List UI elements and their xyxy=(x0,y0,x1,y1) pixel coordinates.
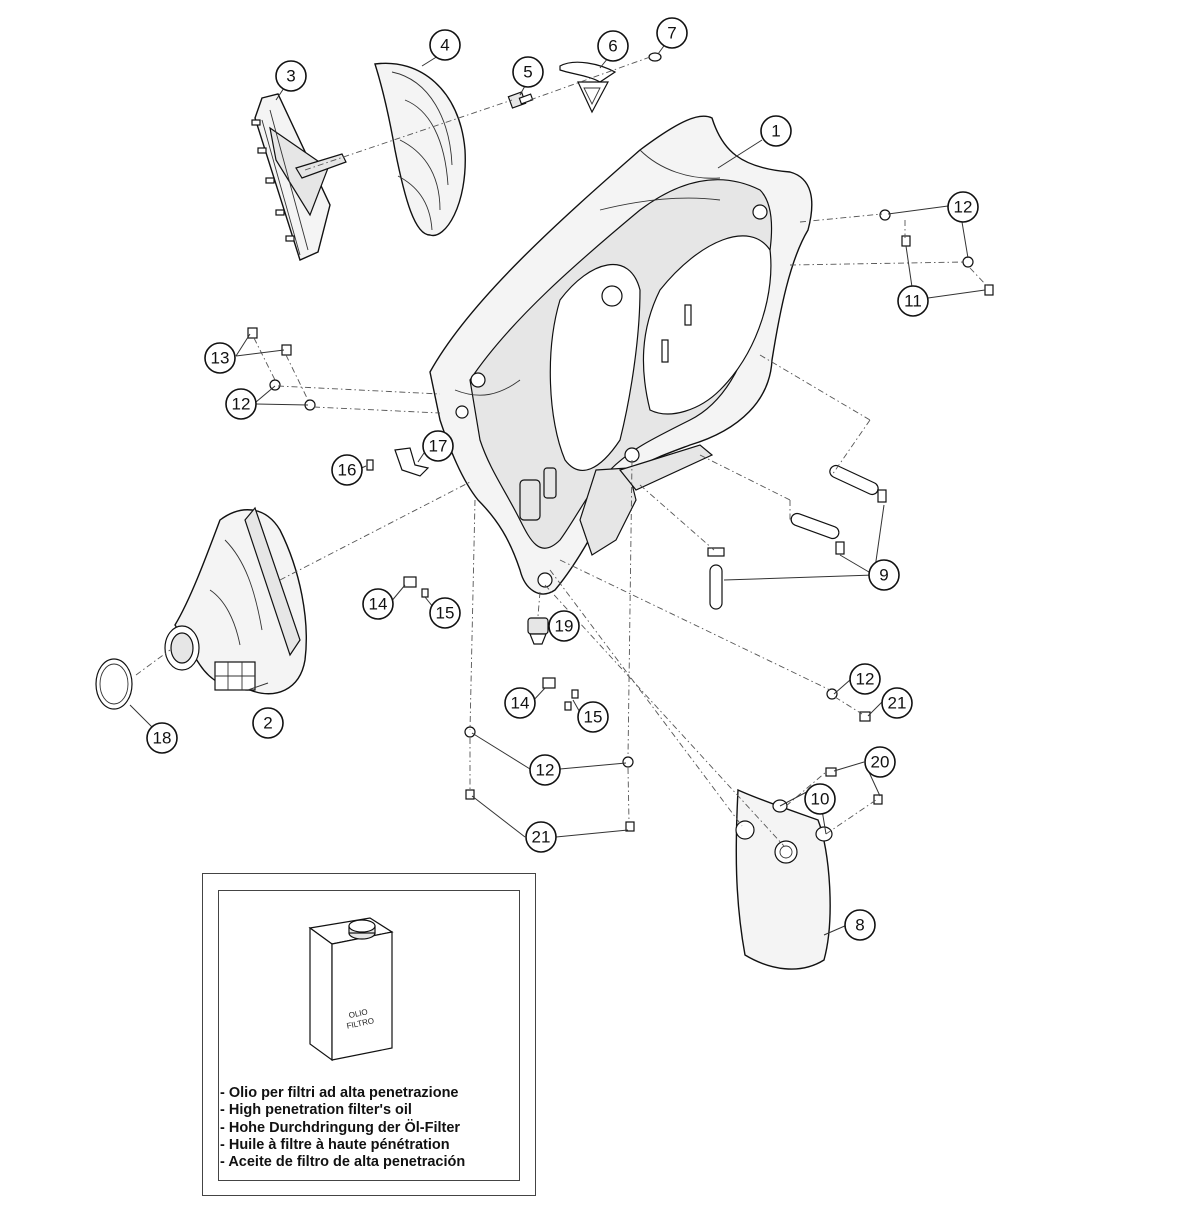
callout-16: 16 xyxy=(331,454,363,486)
callout-7: 7 xyxy=(656,17,688,49)
callout-14: 14 xyxy=(504,687,536,719)
callout-1: 1 xyxy=(760,115,792,147)
oil-line-en: - High penetration filter's oil xyxy=(220,1102,412,1119)
callout-21: 21 xyxy=(881,687,913,719)
svg-text:4: 4 xyxy=(440,36,449,55)
svg-text:12: 12 xyxy=(856,670,875,689)
callout-13: 13 xyxy=(204,342,236,374)
svg-text:2: 2 xyxy=(263,714,272,733)
oil-inset-frame xyxy=(202,873,536,1196)
breather-valve xyxy=(527,617,549,645)
screw-part-5 xyxy=(507,91,534,109)
assembly-lines xyxy=(135,56,988,847)
callout-4: 4 xyxy=(429,29,461,61)
svg-text:12: 12 xyxy=(232,395,251,414)
callout-12: 12 xyxy=(529,754,561,786)
filter-holder-cage xyxy=(251,93,347,261)
svg-text:16: 16 xyxy=(338,461,357,480)
svg-text:6: 6 xyxy=(608,37,617,56)
guard-plate xyxy=(735,788,831,970)
svg-text:1: 1 xyxy=(771,122,780,141)
svg-text:12: 12 xyxy=(536,761,555,780)
leader-lines xyxy=(129,42,986,936)
callout-18: 18 xyxy=(146,722,178,754)
svg-text:19: 19 xyxy=(555,617,574,636)
svg-text:15: 15 xyxy=(584,708,603,727)
filter-oil-description: - Olio per filtri ad alta penetrazione -… xyxy=(220,1085,465,1171)
callout-12: 12 xyxy=(947,191,979,223)
svg-text:17: 17 xyxy=(429,437,448,456)
callout-5: 5 xyxy=(512,56,544,88)
filter-oil-can: OLIO FILTRO xyxy=(308,917,394,1062)
svg-text:20: 20 xyxy=(871,753,890,772)
svg-text:8: 8 xyxy=(855,916,864,935)
svg-text:13: 13 xyxy=(211,349,230,368)
svg-text:14: 14 xyxy=(369,595,388,614)
svg-text:3: 3 xyxy=(286,67,295,86)
callout-15: 15 xyxy=(429,597,461,629)
callout-20: 20 xyxy=(864,746,896,778)
svg-text:12: 12 xyxy=(954,198,973,217)
callout-19: 19 xyxy=(548,610,580,642)
hose-clamp xyxy=(95,658,133,710)
callout-17: 17 xyxy=(422,430,454,462)
callout-12: 12 xyxy=(225,388,257,420)
svg-text:18: 18 xyxy=(153,729,172,748)
air-filter-box xyxy=(429,115,813,595)
can-label-line1: OLIO xyxy=(348,1007,369,1020)
svg-text:10: 10 xyxy=(811,790,830,809)
svg-text:21: 21 xyxy=(888,694,907,713)
bracket-part-17 xyxy=(394,447,430,477)
callout-15: 15 xyxy=(577,701,609,733)
oil-line-it: - Olio per filtri ad alta penetrazione xyxy=(220,1085,459,1101)
air-filter xyxy=(164,506,307,695)
callout-10: 10 xyxy=(804,783,836,815)
washer-part-7 xyxy=(648,52,662,62)
callout-14: 14 xyxy=(362,588,394,620)
callout-12: 12 xyxy=(849,663,881,695)
drain-plugs xyxy=(707,464,887,610)
svg-text:21: 21 xyxy=(532,828,551,847)
callout-21: 21 xyxy=(525,821,557,853)
svg-text:11: 11 xyxy=(904,292,922,311)
callout-2: 2 xyxy=(252,707,284,739)
svg-text:15: 15 xyxy=(436,604,455,623)
clip-part-6 xyxy=(559,61,617,114)
svg-text:9: 9 xyxy=(879,566,888,585)
callout-3: 3 xyxy=(275,60,307,92)
callout-8: 8 xyxy=(844,909,876,941)
oil-inset-inner-frame xyxy=(218,890,520,1181)
filter-cover xyxy=(374,62,466,237)
svg-text:7: 7 xyxy=(667,24,676,43)
callout-6: 6 xyxy=(597,30,629,62)
callout-11: 11 xyxy=(897,285,929,317)
oil-line-fr: - Huile à filtre à haute pénétration xyxy=(220,1136,450,1153)
svg-text:5: 5 xyxy=(523,63,532,82)
oil-line-es: - Aceite de filtro de alta penetración xyxy=(220,1154,466,1171)
oil-line-de: - Hohe Durchdringung der Öl-Filter xyxy=(220,1119,461,1136)
callout-9: 9 xyxy=(868,559,900,591)
svg-text:14: 14 xyxy=(511,694,530,713)
